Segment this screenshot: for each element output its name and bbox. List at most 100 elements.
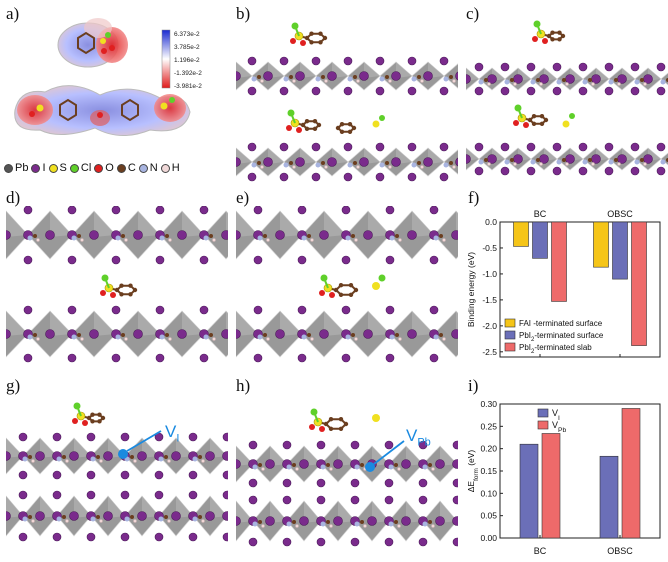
nitrogen-atom <box>56 516 62 522</box>
iodine-atom <box>565 74 575 84</box>
vacancy-marker-vpb <box>365 462 375 472</box>
octahedron <box>203 310 228 358</box>
carbon-atom <box>557 30 562 35</box>
iodine-atom <box>474 62 484 72</box>
carbon-atom <box>132 287 138 293</box>
carbon-atom <box>347 121 353 127</box>
carbon-atom <box>360 520 364 524</box>
hydrogen-atom <box>354 238 358 242</box>
hydrogen-atom <box>324 79 328 83</box>
legend-swatch <box>537 420 549 430</box>
iodine-atom <box>236 157 241 167</box>
y-tick-label: -2.0 <box>482 321 497 331</box>
iodine-atom <box>111 206 121 215</box>
iodine-atom <box>423 157 433 167</box>
iodine-atom <box>23 206 33 215</box>
hydrogen-atom <box>266 238 270 242</box>
iodine-atom <box>248 495 258 505</box>
carbon-atom <box>510 158 514 162</box>
atom-label-o: O <box>105 162 114 174</box>
iodine-atom <box>297 305 307 315</box>
carbon-atom <box>338 292 344 297</box>
iodine-atom <box>384 495 394 505</box>
octahedron-face <box>236 446 253 466</box>
iodine-atom <box>429 353 439 363</box>
nitrogen-atom <box>27 334 33 340</box>
carbon-atom <box>165 234 169 238</box>
iodine-atom <box>69 451 79 461</box>
iodine-atom <box>155 353 165 363</box>
carbon-atom <box>550 37 555 42</box>
iodine-atom <box>375 56 385 66</box>
nitrogen-atom <box>582 159 588 165</box>
iodine-atom <box>363 230 373 240</box>
iodine-atom <box>526 142 536 152</box>
iodine-atom <box>222 511 228 521</box>
carbon-atom <box>257 75 261 79</box>
iodine-atom <box>617 74 627 84</box>
carbon-atom <box>263 333 267 337</box>
carbon-atom <box>119 292 124 297</box>
iodine-atom <box>6 230 11 240</box>
iodine-atom <box>6 329 11 339</box>
carbon-atom <box>326 463 330 467</box>
nitrogen-atom <box>203 235 209 241</box>
iodine-atom <box>199 206 209 215</box>
carbon-atom <box>351 234 355 238</box>
legend-label: PbI2-terminated surface <box>519 331 604 343</box>
iodine-atom <box>384 478 394 488</box>
iodine-atom <box>154 532 164 542</box>
carbon-atom <box>588 158 592 162</box>
hydrogen-atom <box>617 162 621 166</box>
iodine-atom <box>222 451 228 461</box>
hydrogen-atom <box>36 337 40 341</box>
iodine-atom <box>120 470 130 480</box>
octahedron-face <box>182 211 204 237</box>
iodine-atom <box>111 305 121 315</box>
iodine-atom <box>247 86 257 96</box>
iodine-atom <box>418 440 428 450</box>
iodine-atom <box>295 71 305 81</box>
carbon-atom <box>62 515 66 519</box>
octahedron-face <box>324 211 346 237</box>
iodine-atom <box>247 56 257 66</box>
iodine-atom <box>656 86 666 96</box>
iodine-atom <box>407 86 417 96</box>
carbon-atom <box>560 33 566 39</box>
carbon-atom <box>198 515 202 519</box>
octahedron-face <box>338 446 355 466</box>
atom-n-swatch <box>138 163 148 173</box>
hydrogen-atom <box>36 238 40 242</box>
iodine-atom <box>452 440 458 450</box>
iodine-atom <box>407 230 417 240</box>
octahedron-face <box>338 501 355 523</box>
atom-legend-item-pb: Pb <box>4 162 28 174</box>
nitrogen-atom <box>158 456 164 462</box>
octahedron-face <box>372 501 389 523</box>
panel-label-f: f) <box>468 188 480 207</box>
iodine-atom <box>552 166 562 176</box>
iodine-atom <box>86 432 96 442</box>
iodine-atom <box>155 206 165 215</box>
nitrogen-atom <box>203 334 209 340</box>
panel-h-vacancy-structure <box>236 408 458 547</box>
hydrogen-atom <box>398 238 402 242</box>
sulfur-atom <box>562 120 570 128</box>
iodine-atom <box>656 142 666 152</box>
atom-label-i: I <box>42 162 46 174</box>
carbon-atom <box>121 234 125 238</box>
iodine-atom <box>297 255 307 265</box>
atom-legend: Pb I S Cl O C N H <box>4 158 229 178</box>
carbon-atom <box>353 287 359 293</box>
legend-swatch <box>504 330 516 340</box>
bar <box>513 221 529 247</box>
oxygen-atom <box>513 120 519 126</box>
oxygen-atom <box>309 424 315 430</box>
octahedron-face <box>270 446 287 466</box>
iodine-atom <box>604 166 614 176</box>
carbon-atom <box>339 129 345 135</box>
hydrogen-atom <box>356 165 360 169</box>
iodine-atom <box>45 329 55 339</box>
iodine-atom <box>188 490 198 500</box>
